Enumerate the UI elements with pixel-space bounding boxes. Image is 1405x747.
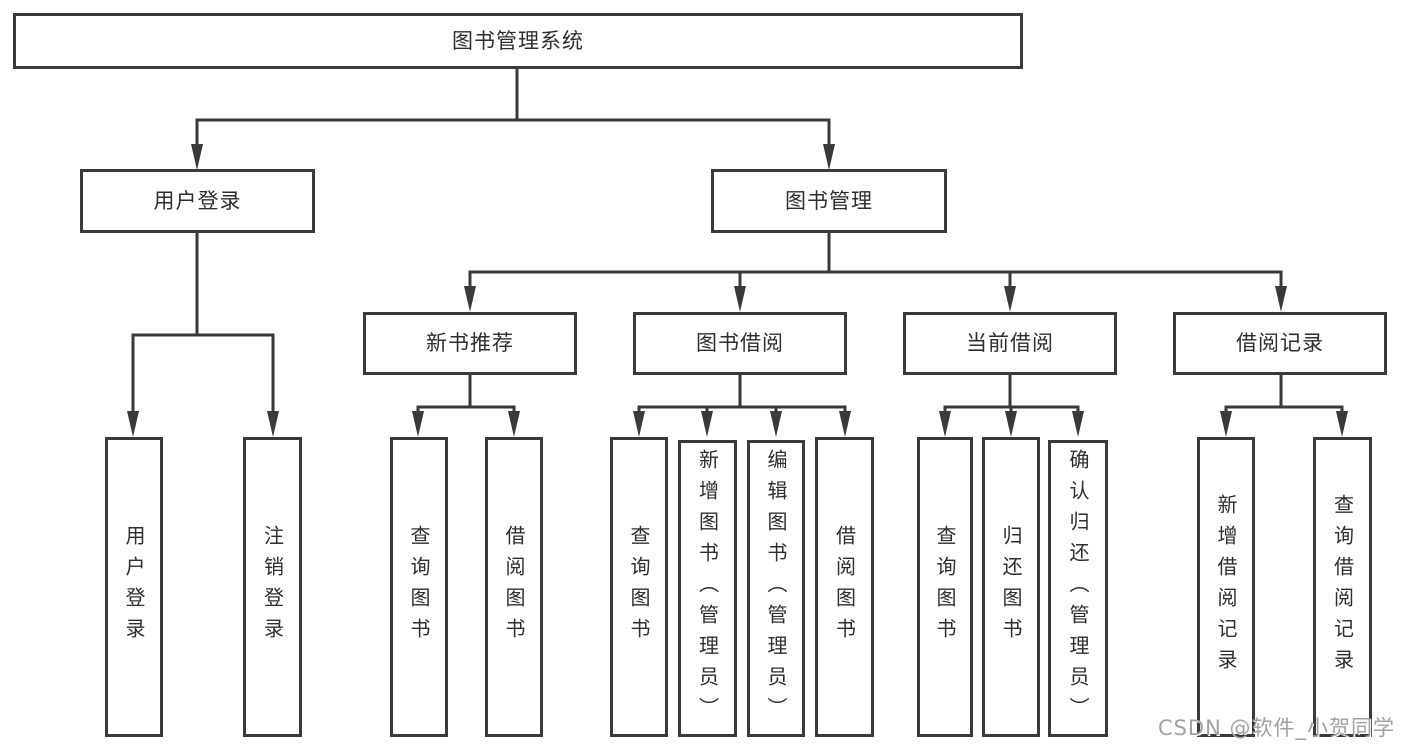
- leaf-recommend-query-books: 查询图书: [390, 437, 448, 737]
- arrowhead: [1336, 411, 1348, 437]
- arrowhead: [191, 144, 203, 170]
- arrowhead: [701, 411, 713, 437]
- leaf-records-add-record: 新增借阅记录: [1197, 437, 1255, 737]
- leaf-user-login: 用户登录: [105, 437, 163, 737]
- arrowhead: [823, 144, 835, 170]
- leaf-logout: 注销登录: [243, 437, 302, 737]
- connector-current-borrowing: [943, 373, 1080, 416]
- arrowhead: [1275, 286, 1287, 312]
- arrowhead: [839, 411, 851, 437]
- connector-borrowing-records: [1224, 373, 1344, 416]
- node-book-borrowing: 图书借阅: [633, 312, 847, 375]
- arrowhead: [1072, 411, 1084, 437]
- leaf-current-return-books: 归还图书: [982, 437, 1040, 737]
- leaf-borrowing-add-books-admin: 新增图书（管理员）: [678, 440, 737, 737]
- leaf-records-query-record: 查询借阅记录: [1313, 437, 1372, 737]
- node-new-book-recommend: 新书推荐: [363, 312, 577, 375]
- arrowhead: [633, 411, 645, 437]
- arrowhead: [939, 411, 951, 437]
- leaf-borrowing-borrow-books: 借阅图书: [815, 437, 874, 737]
- arrowhead: [508, 411, 520, 437]
- arrowhead: [1004, 286, 1016, 312]
- node-library-management-system: 图书管理系统: [13, 13, 1023, 69]
- arrowhead: [734, 286, 746, 312]
- connector-book-borrowing: [637, 373, 847, 416]
- arrowhead: [464, 286, 476, 312]
- leaf-current-confirm-return-admin: 确认归还（管理员）: [1048, 440, 1108, 737]
- node-borrowing-records: 借阅记录: [1173, 312, 1387, 375]
- arrowhead: [267, 411, 279, 437]
- arrowhead: [127, 411, 139, 437]
- arrowhead: [1005, 411, 1017, 437]
- arrowhead: [1220, 411, 1232, 437]
- leaf-borrowing-edit-books-admin: 编辑图书（管理员）: [747, 440, 805, 737]
- leaf-recommend-borrow-books: 借阅图书: [485, 437, 543, 737]
- arrowhead: [770, 411, 782, 437]
- connector-new-book-recommend: [416, 373, 516, 416]
- node-user-login: 用户登录: [80, 169, 315, 233]
- leaf-borrowing-query-books: 查询图书: [610, 437, 668, 737]
- node-book-management: 图书管理: [711, 169, 947, 233]
- leaf-current-query-books: 查询图书: [917, 437, 973, 737]
- arrowhead: [412, 411, 424, 437]
- connector-user-login: [131, 230, 275, 415]
- node-current-borrowing: 当前借阅: [903, 312, 1117, 375]
- connector-root: [195, 66, 831, 148]
- connector-book-management: [468, 230, 1283, 290]
